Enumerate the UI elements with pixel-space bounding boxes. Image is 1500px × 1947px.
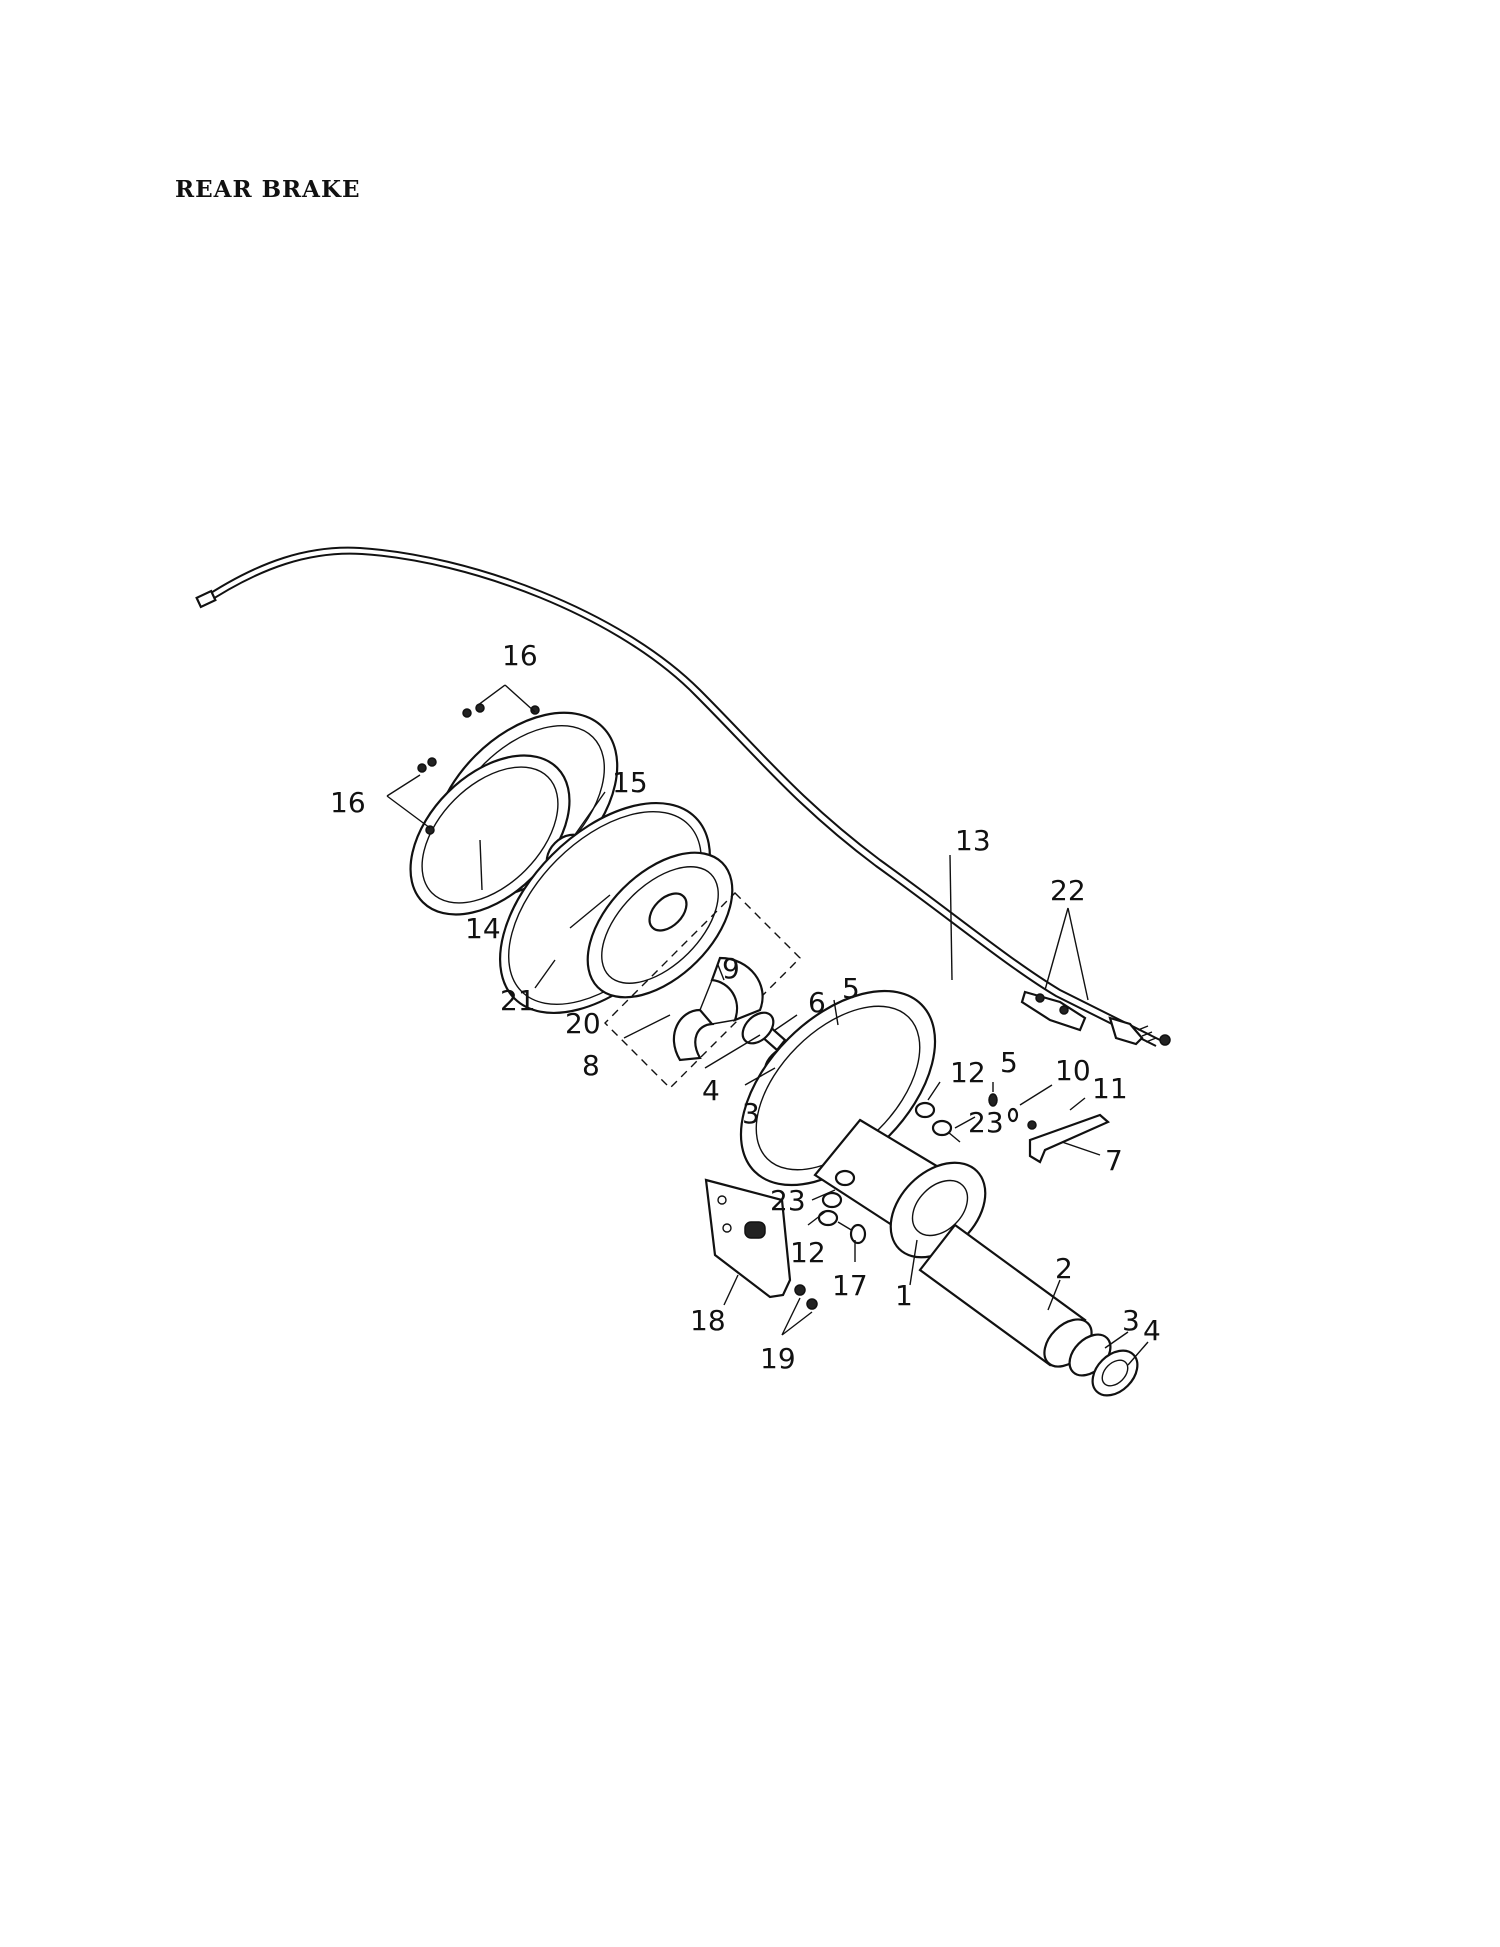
brake-shoes [672, 956, 764, 1062]
callout-17: 17 [832, 1269, 868, 1302]
brake-shoe-group-box [604, 892, 801, 1089]
callout-15: 15 [612, 766, 648, 799]
callout-4-rear: 4 [1143, 1314, 1161, 1347]
callout-13: 13 [955, 824, 991, 857]
cable-clips [1020, 990, 1087, 1032]
callout-23-lower: 23 [770, 1184, 806, 1217]
brake-panel [586, 851, 734, 999]
callout-10: 10 [1055, 1054, 1091, 1087]
callout-1: 1 [895, 1279, 913, 1312]
diagram-title: REAR BRAKE [175, 176, 361, 203]
callout-16-upper: 16 [502, 639, 538, 672]
callout-8: 8 [582, 1049, 600, 1082]
callout-7: 7 [1105, 1144, 1123, 1177]
callout-22: 22 [1050, 874, 1086, 907]
mounting-plate [704, 1178, 818, 1310]
fasteners [817, 1101, 961, 1245]
leader-lines [386, 684, 1149, 1366]
callout-labels: 16 16 15 14 13 22 21 20 9 6 5 8 4 3 12 5… [330, 639, 1161, 1375]
axle-tube [918, 1223, 1093, 1368]
brake-cable [195, 546, 1171, 1047]
callout-12-lower: 12 [790, 1236, 826, 1269]
callout-3-rear: 3 [1122, 1304, 1140, 1337]
rear-bearing [1068, 1333, 1139, 1397]
hub-housing [739, 989, 987, 1259]
callout-5-lower: 5 [1000, 1046, 1018, 1079]
callout-14: 14 [465, 912, 501, 945]
brake-arm [1007, 1107, 1111, 1164]
callout-5-upper: 5 [842, 972, 860, 1005]
callout-9: 9 [722, 952, 740, 985]
callout-2: 2 [1055, 1252, 1073, 1285]
callout-11: 11 [1092, 1072, 1128, 1105]
callout-16-lower: 16 [330, 786, 366, 819]
callout-23-upper: 23 [968, 1106, 1004, 1139]
callout-6: 6 [808, 986, 826, 1019]
callout-4-front: 4 [702, 1074, 720, 1107]
callout-12-upper: 12 [950, 1056, 986, 1089]
callout-20: 20 [565, 1007, 601, 1040]
callout-3-front: 3 [742, 1097, 760, 1130]
callout-18: 18 [690, 1304, 726, 1337]
callout-21: 21 [500, 984, 536, 1017]
brake-cam [741, 1011, 787, 1052]
callout-19: 19 [760, 1342, 796, 1375]
